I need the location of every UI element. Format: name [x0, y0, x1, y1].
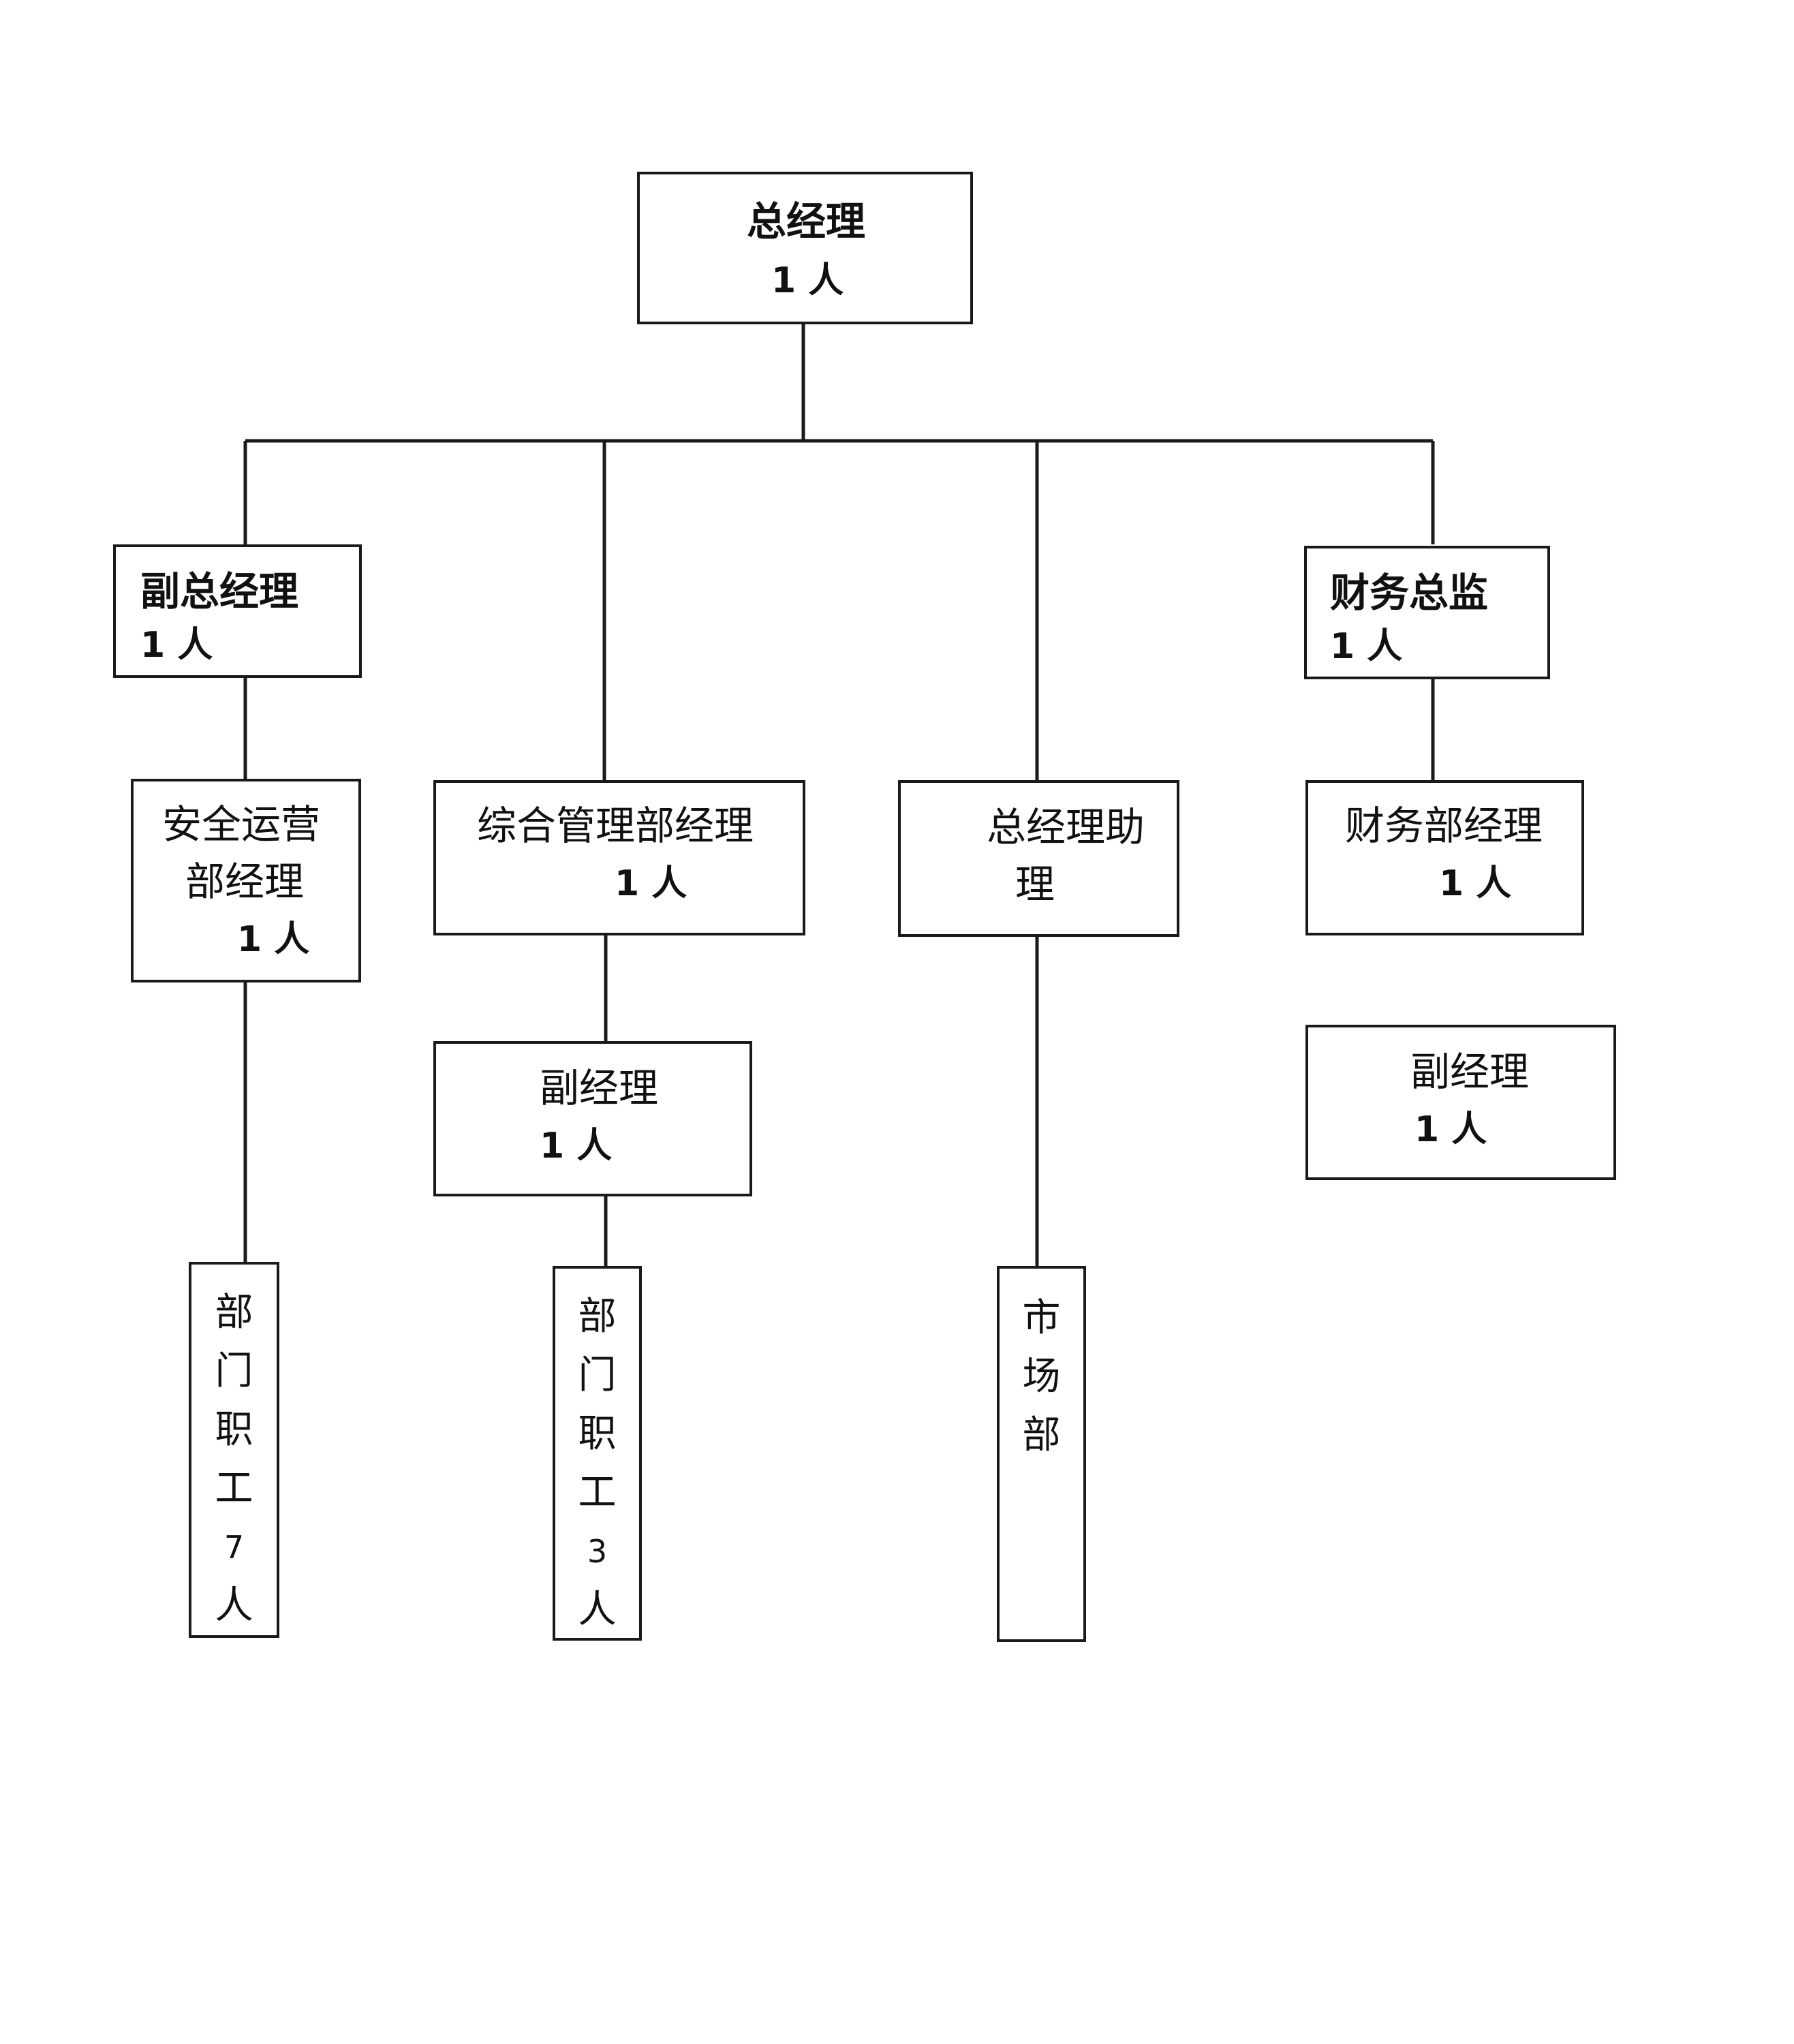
node-ceo-title: 总经理: [747, 198, 866, 245]
node-general-admin-manager: 综合管理部经理 1 人: [433, 780, 805, 935]
node-safety-ops-title-line1: 安全运营: [162, 801, 321, 848]
char: 场: [1022, 1354, 1061, 1399]
node-deputy-gm-title: 副总经理: [140, 568, 299, 615]
char: 3: [587, 1533, 608, 1570]
char: 部: [1022, 1413, 1061, 1457]
node-finance-dept-title: 财务部经理: [1345, 803, 1543, 849]
char: 职: [578, 1412, 617, 1456]
node-safety-staff-text: 部 门 职 工 7 人: [191, 1284, 277, 1635]
char: 人: [578, 1588, 617, 1632]
node-admin-deputy-title: 副经理: [540, 1065, 659, 1111]
node-general-admin-title: 综合管理部经理: [477, 803, 754, 849]
node-deputy-gm: 副总经理 1 人: [113, 544, 362, 678]
node-finance-deputy-count: 1 人: [1414, 1109, 1487, 1150]
node-safety-ops-title-line2: 部经理: [185, 858, 305, 905]
node-deputy-gm-count: 1 人: [140, 625, 213, 666]
node-safety-ops-count: 1 人: [237, 919, 310, 960]
node-safety-staff: 部 门 职 工 7 人: [189, 1262, 279, 1638]
node-finance-director: 财务总监 1 人: [1304, 546, 1550, 679]
char: 部: [215, 1290, 253, 1335]
char: 工: [215, 1466, 253, 1511]
node-finance-deputy-title: 副经理: [1410, 1049, 1530, 1095]
node-market-dept: 市 场 部: [997, 1266, 1086, 1642]
char: 工: [578, 1470, 617, 1515]
node-finance-deputy-manager: 副经理 1 人: [1305, 1025, 1616, 1180]
node-ceo: 总经理 1 人: [637, 172, 973, 324]
node-gm-assistant-title-line2: 理: [1015, 861, 1055, 908]
char: 人: [215, 1583, 253, 1628]
char: 7: [223, 1529, 245, 1566]
node-safety-ops-manager: 安全运营 部经理 1 人: [131, 779, 361, 982]
node-general-admin-count: 1 人: [615, 863, 687, 904]
node-market-dept-text: 市 场 部: [1000, 1289, 1083, 1465]
node-finance-dept-manager: 财务部经理 1 人: [1305, 780, 1584, 935]
node-admin-deputy-count: 1 人: [540, 1126, 613, 1166]
node-finance-director-title: 财务总监: [1330, 570, 1489, 616]
char: 市: [1022, 1296, 1061, 1340]
char: 门: [215, 1349, 253, 1393]
char: 职: [215, 1408, 253, 1452]
char: 门: [578, 1353, 617, 1397]
node-admin-staff: 部 门 职 工 3 人: [553, 1266, 642, 1641]
node-admin-staff-text: 部 门 职 工 3 人: [555, 1288, 639, 1639]
char: 部: [578, 1295, 617, 1339]
node-gm-assistant: 总经理助 理: [898, 780, 1179, 937]
node-ceo-count: 1 人: [771, 260, 844, 301]
node-finance-director-count: 1 人: [1330, 626, 1403, 667]
node-finance-dept-count: 1 人: [1439, 863, 1512, 904]
node-admin-deputy-manager: 副经理 1 人: [433, 1041, 752, 1196]
node-gm-assistant-title-line1: 总经理助: [987, 804, 1145, 850]
